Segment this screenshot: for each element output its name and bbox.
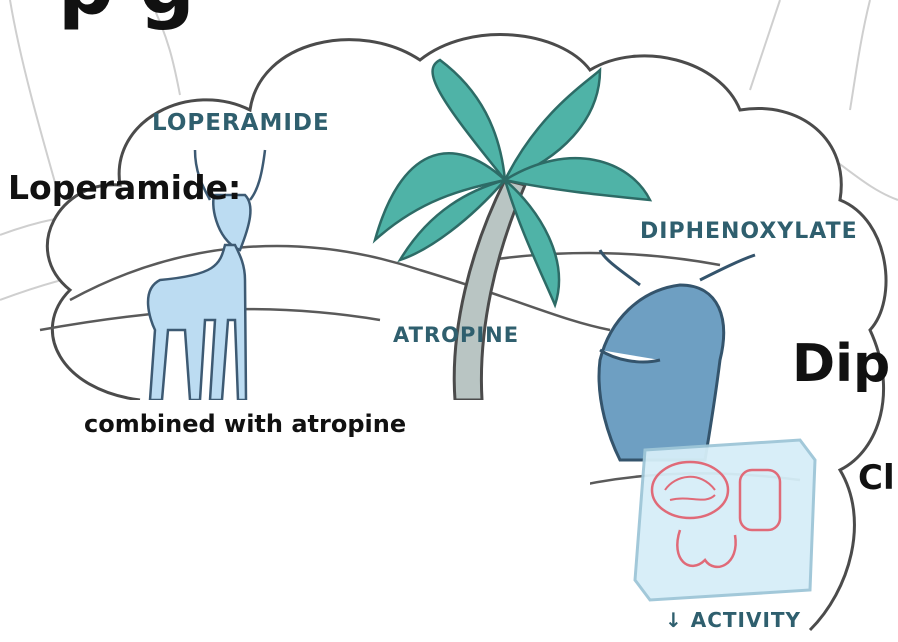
brain-icon bbox=[650, 460, 730, 520]
title-fragment: p g bbox=[58, 0, 195, 32]
loperamide-heading: Loperamide: bbox=[8, 168, 242, 207]
intestine-icon bbox=[738, 468, 782, 532]
combined-with-atropine-text: combined with atropine bbox=[84, 410, 407, 438]
loperamide-label: LOPERAMIDE bbox=[152, 110, 330, 136]
cut-text-fragment: Cl bbox=[858, 458, 895, 498]
activity-label: ↓ ACTIVITY bbox=[665, 608, 801, 632]
lungs-icon bbox=[676, 529, 737, 569]
ice-cube bbox=[633, 438, 817, 602]
diphenoxylate-label: DIPHENOXYLATE bbox=[640, 219, 858, 244]
atropine-label: ATROPINE bbox=[393, 323, 519, 347]
dolphin-diphenoxylate bbox=[597, 249, 756, 462]
overlay-white-band bbox=[0, 400, 590, 642]
palm-tree bbox=[372, 58, 653, 402]
diphenoxylate-heading: Dip bbox=[792, 334, 891, 394]
